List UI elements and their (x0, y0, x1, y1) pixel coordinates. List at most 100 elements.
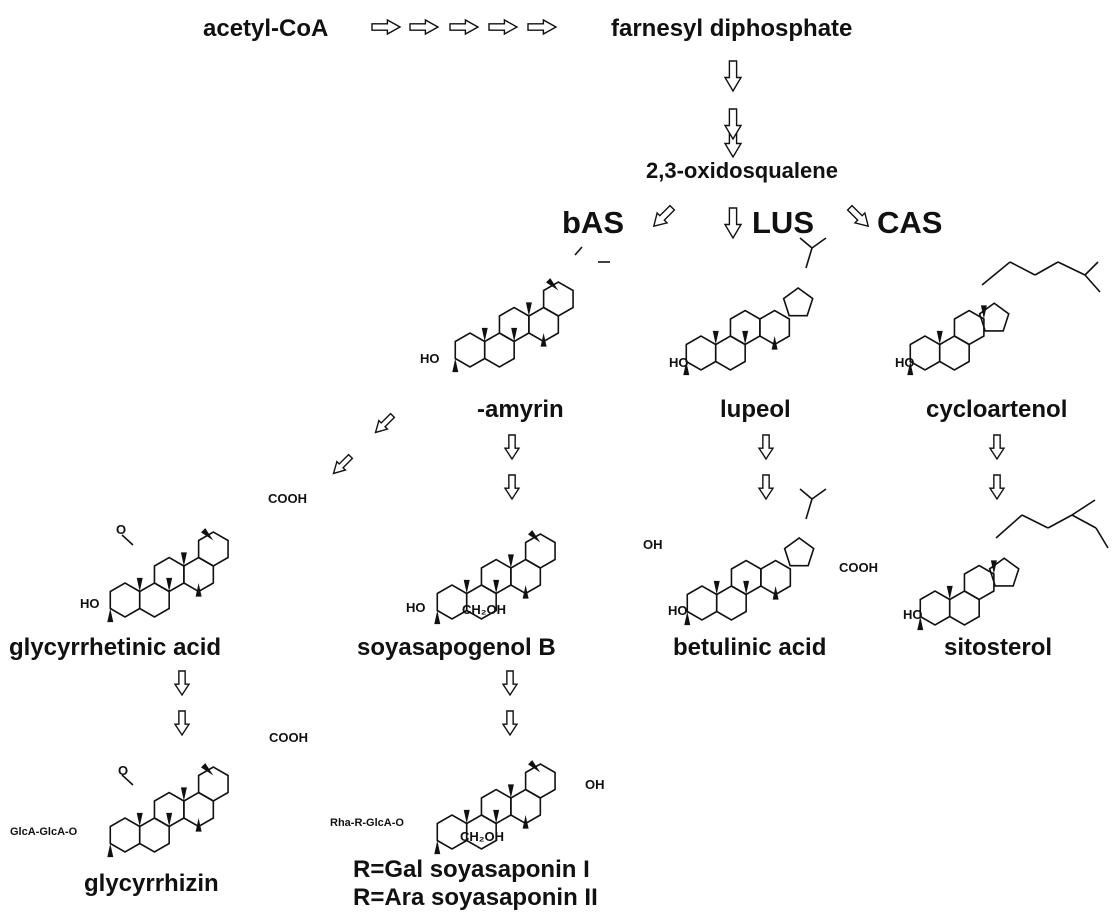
wedge-bond (683, 361, 690, 376)
wedge-bond (201, 763, 214, 776)
wedge-bond (136, 577, 143, 592)
ring-skeleton-icon (686, 585, 718, 621)
group-ho-lupeol: HO (669, 355, 689, 370)
group-oxo-glycyrrhetinic: O (116, 522, 127, 537)
wedge-bond (493, 809, 500, 824)
wedge-bond (743, 580, 750, 595)
wedge-bond (195, 818, 202, 832)
hollow-arrow-icon (757, 474, 775, 501)
bond-line (1047, 514, 1073, 529)
wedge-bond (713, 580, 720, 595)
compound-cycloartenol: cycloartenol (926, 396, 1068, 423)
hollow-arrow-icon (988, 434, 1006, 461)
wedge-bond (546, 278, 559, 291)
hollow-arrow-icon (988, 474, 1006, 501)
group-cooh-glycyrrhetinic: COOH (268, 491, 307, 506)
label-farnesyl-diphosphate: farnesyl diphosphate (611, 15, 853, 42)
bond-line (121, 774, 134, 786)
wedge-bond (463, 809, 470, 824)
group-ch2oh-soyasaponin: CH₂OH (460, 829, 505, 844)
hollow-arrow-icon (723, 108, 743, 141)
group-ho-soyasapogenol: HO (406, 600, 426, 615)
ring-skeleton-icon (783, 536, 815, 567)
enzyme-lus: LUS (752, 205, 814, 240)
hollow-arrow-icon (503, 434, 521, 461)
wedge-bond (166, 812, 173, 827)
bond-line (1071, 514, 1097, 529)
compound-glycyrrhetinic-acid: glycyrrhetinic acid (9, 634, 222, 661)
bond-line (1034, 261, 1059, 276)
wedge-bond (540, 333, 547, 347)
wedge-bond (107, 608, 114, 623)
hollow-arrow-icon (488, 18, 519, 36)
bond-line (1009, 261, 1036, 276)
group-oxo-glycyrrhizin: O (118, 763, 129, 778)
hollow-arrow-icon (652, 204, 676, 228)
group-oh-soyasapogenol: OH (643, 537, 663, 552)
group-cooh-glycyrrhizin: COOH (269, 730, 308, 745)
wedge-bond (511, 327, 518, 342)
hollow-arrow-icon (374, 412, 396, 434)
wedge-bond (136, 812, 143, 827)
hollow-arrow-icon (846, 204, 870, 228)
wedge-bond (452, 358, 459, 373)
hollow-arrow-icon (501, 710, 519, 737)
wedge-bond (180, 552, 187, 566)
ring-skeleton-icon (524, 763, 556, 799)
ring-skeleton-icon (109, 582, 141, 618)
compound-sitosterol: sitosterol (944, 634, 1053, 661)
bond-line (811, 488, 827, 500)
ring-skeleton-icon (988, 557, 1020, 587)
ring-skeleton-icon (919, 590, 951, 626)
ring-skeleton-icon (978, 302, 1010, 332)
bond-line (121, 534, 134, 546)
compound-soyasaponin-i: R=Gal soyasaponin I (353, 856, 590, 883)
hollow-arrow-icon (757, 434, 775, 461)
ring-skeleton-icon (782, 286, 814, 317)
hollow-arrow-icon (409, 18, 440, 36)
bond-line (1021, 514, 1049, 529)
bond-line (1084, 261, 1099, 276)
label-oxidosqualene: 2,3-oxidosqualene (646, 158, 838, 183)
wedge-bond (742, 330, 749, 345)
group-glca-glycyrrhizin: GlcA-GlcA-O (10, 826, 78, 838)
group-ho-cycloartenol: HO (895, 355, 915, 370)
bond-line (1084, 274, 1101, 293)
group-ho-glycyrrhetinic: HO (80, 596, 100, 611)
wedge-bond (990, 560, 997, 574)
bond-line (799, 488, 813, 500)
hollow-arrow-icon (332, 453, 354, 475)
group-ho-sitosterol: HO (903, 607, 923, 622)
compound-soyasapogenol-b: soyasapogenol B (357, 634, 556, 661)
wedge-bond (107, 843, 114, 858)
hollow-arrow-icon (173, 670, 191, 697)
wedge-bond (772, 586, 779, 600)
wedge-bond (771, 336, 778, 350)
wedge-bond (507, 784, 514, 798)
group-rha-soyasaponin: Rha-R-GlcA-O (330, 817, 404, 829)
wedge-bond (684, 611, 691, 626)
compound-soyasaponin-ii: R=Ara soyasaponin II (353, 884, 598, 911)
group-ho-betulinic: HO (668, 603, 688, 618)
compound-betulinic-acid: betulinic acid (673, 634, 827, 661)
wedge-bond (201, 528, 214, 541)
wedge-bond (522, 585, 529, 599)
hollow-arrow-icon (503, 474, 521, 501)
wedge-bond (522, 815, 529, 829)
hollow-arrow-icon (723, 60, 743, 93)
group-ho-amyrin: HO (420, 351, 440, 366)
ring-skeleton-icon (197, 531, 229, 567)
ring-skeleton-icon (197, 766, 229, 802)
enzyme-cas: CAS (877, 205, 943, 240)
bond-line (1071, 499, 1096, 516)
wedge-bond (434, 610, 441, 625)
wedge-bond (463, 579, 470, 594)
wedge-bond (525, 302, 532, 316)
enzyme-bas: bAS (562, 205, 624, 240)
wedge-bond (493, 579, 500, 594)
wedge-bond (166, 577, 173, 592)
bond-line (1057, 261, 1086, 276)
group-oh-soyasaponin: OH (585, 777, 605, 792)
